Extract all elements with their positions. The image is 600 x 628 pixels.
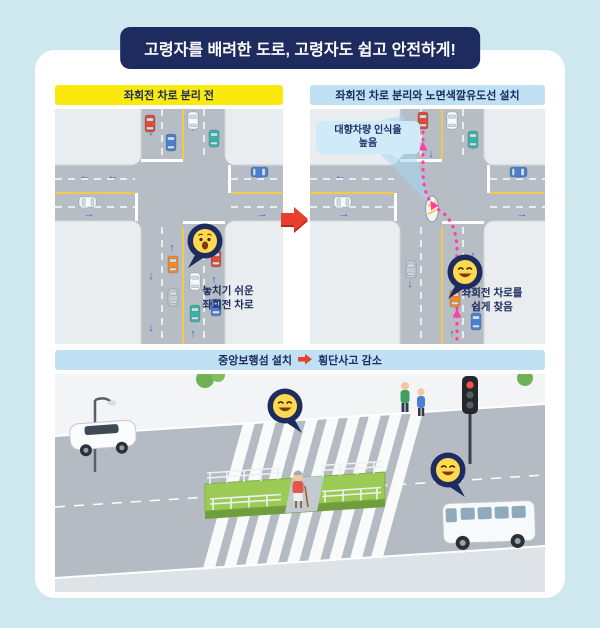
smiling-face-icon [446,253,484,301]
right-arrow-icon [281,205,309,233]
content-card: 고령자를 배려한 도로, 고령자도 쉽고 안전하게! 좌회전 차로 분리 전 [35,27,565,598]
before-intersection-diagram: ↓↓ ↑↑ ↓↓ ↑↑ ↑ ←←← →→ [46,100,296,354]
svg-text:→: → [84,208,95,220]
page-title: 고령자를 배려한 도로, 고령자도 쉽고 안전하게! [120,27,480,69]
red-right-arrow-icon [298,353,313,367]
panel-island-header: 중앙보행섬 설치 횡단사고 감소 [55,350,545,370]
svg-text:↑: ↑ [449,328,455,340]
before-caption: 놓치기 쉬운 좌회전 차로 [202,285,254,311]
svg-text:↓: ↓ [407,278,413,290]
svg-text:←: ← [335,170,346,182]
surprised-face-icon [186,222,224,270]
traffic-light [462,376,478,464]
svg-text:↑: ↑ [190,328,196,340]
before-diagram: ↓↓ ↑↑ ↓↓ ↑↑ ↑ ←←← →→ [46,100,296,354]
smiling-face-icon [429,451,467,499]
pedestrian-on-island [292,470,309,508]
panel-before: 좌회전 차로 분리 전 [46,85,296,354]
svg-text:↑: ↑ [470,250,476,262]
island-railings [206,460,384,510]
svg-text:→: → [257,208,268,220]
svg-text:↓: ↓ [148,270,154,282]
panel-before-header: 좌회전 차로 분리 전 [55,85,283,105]
turning-car [417,111,429,130]
lower-sidewalk [55,546,545,592]
cars [78,111,269,323]
stop-lines [135,159,231,224]
center-lines [310,109,545,344]
svg-text:←: ← [80,170,91,182]
svg-text:↓: ↓ [148,322,154,334]
sidewalk-blocks [46,100,296,354]
center-line [54,474,546,508]
pedestrians-sidewalk [400,382,425,416]
svg-text:↑: ↑ [169,242,175,254]
white-car [69,419,137,457]
colored-guidance-line [421,117,459,341]
svg-text:←: ← [108,170,119,182]
island-header-right: 횡단사고 감소 [318,355,382,367]
left-turn-car [167,255,179,274]
stop-lines [394,159,490,224]
svg-text:→: → [339,208,350,220]
island-header-left: 중앙보행섬 설치 [218,355,293,367]
svg-text:↑: ↑ [211,274,217,286]
smiling-face-icon [266,387,304,435]
panel-after-header: 좌회전 차로 분리와 노면색깔유도선 설치 [310,85,545,105]
panel-after: 좌회전 차로 분리와 노면색깔유도선 설치 [301,85,555,354]
after-diagram: ↓↓ ↑↑ ↓↑ ↑ ←← →→ [301,100,555,354]
panel-island: 중앙보행섬 설치 횡단사고 감소 [54,350,546,592]
svg-text:↓: ↓ [428,148,434,160]
after-caption: 좌회전 차로를 쉽게 찾음 [461,287,523,313]
svg-text:→: → [517,208,528,220]
oncoming-visibility-callout: 대향차량 인식을 높음 [316,121,420,160]
center-lines [55,109,283,344]
shuttle-bus [442,500,536,550]
island-scene [54,368,546,592]
